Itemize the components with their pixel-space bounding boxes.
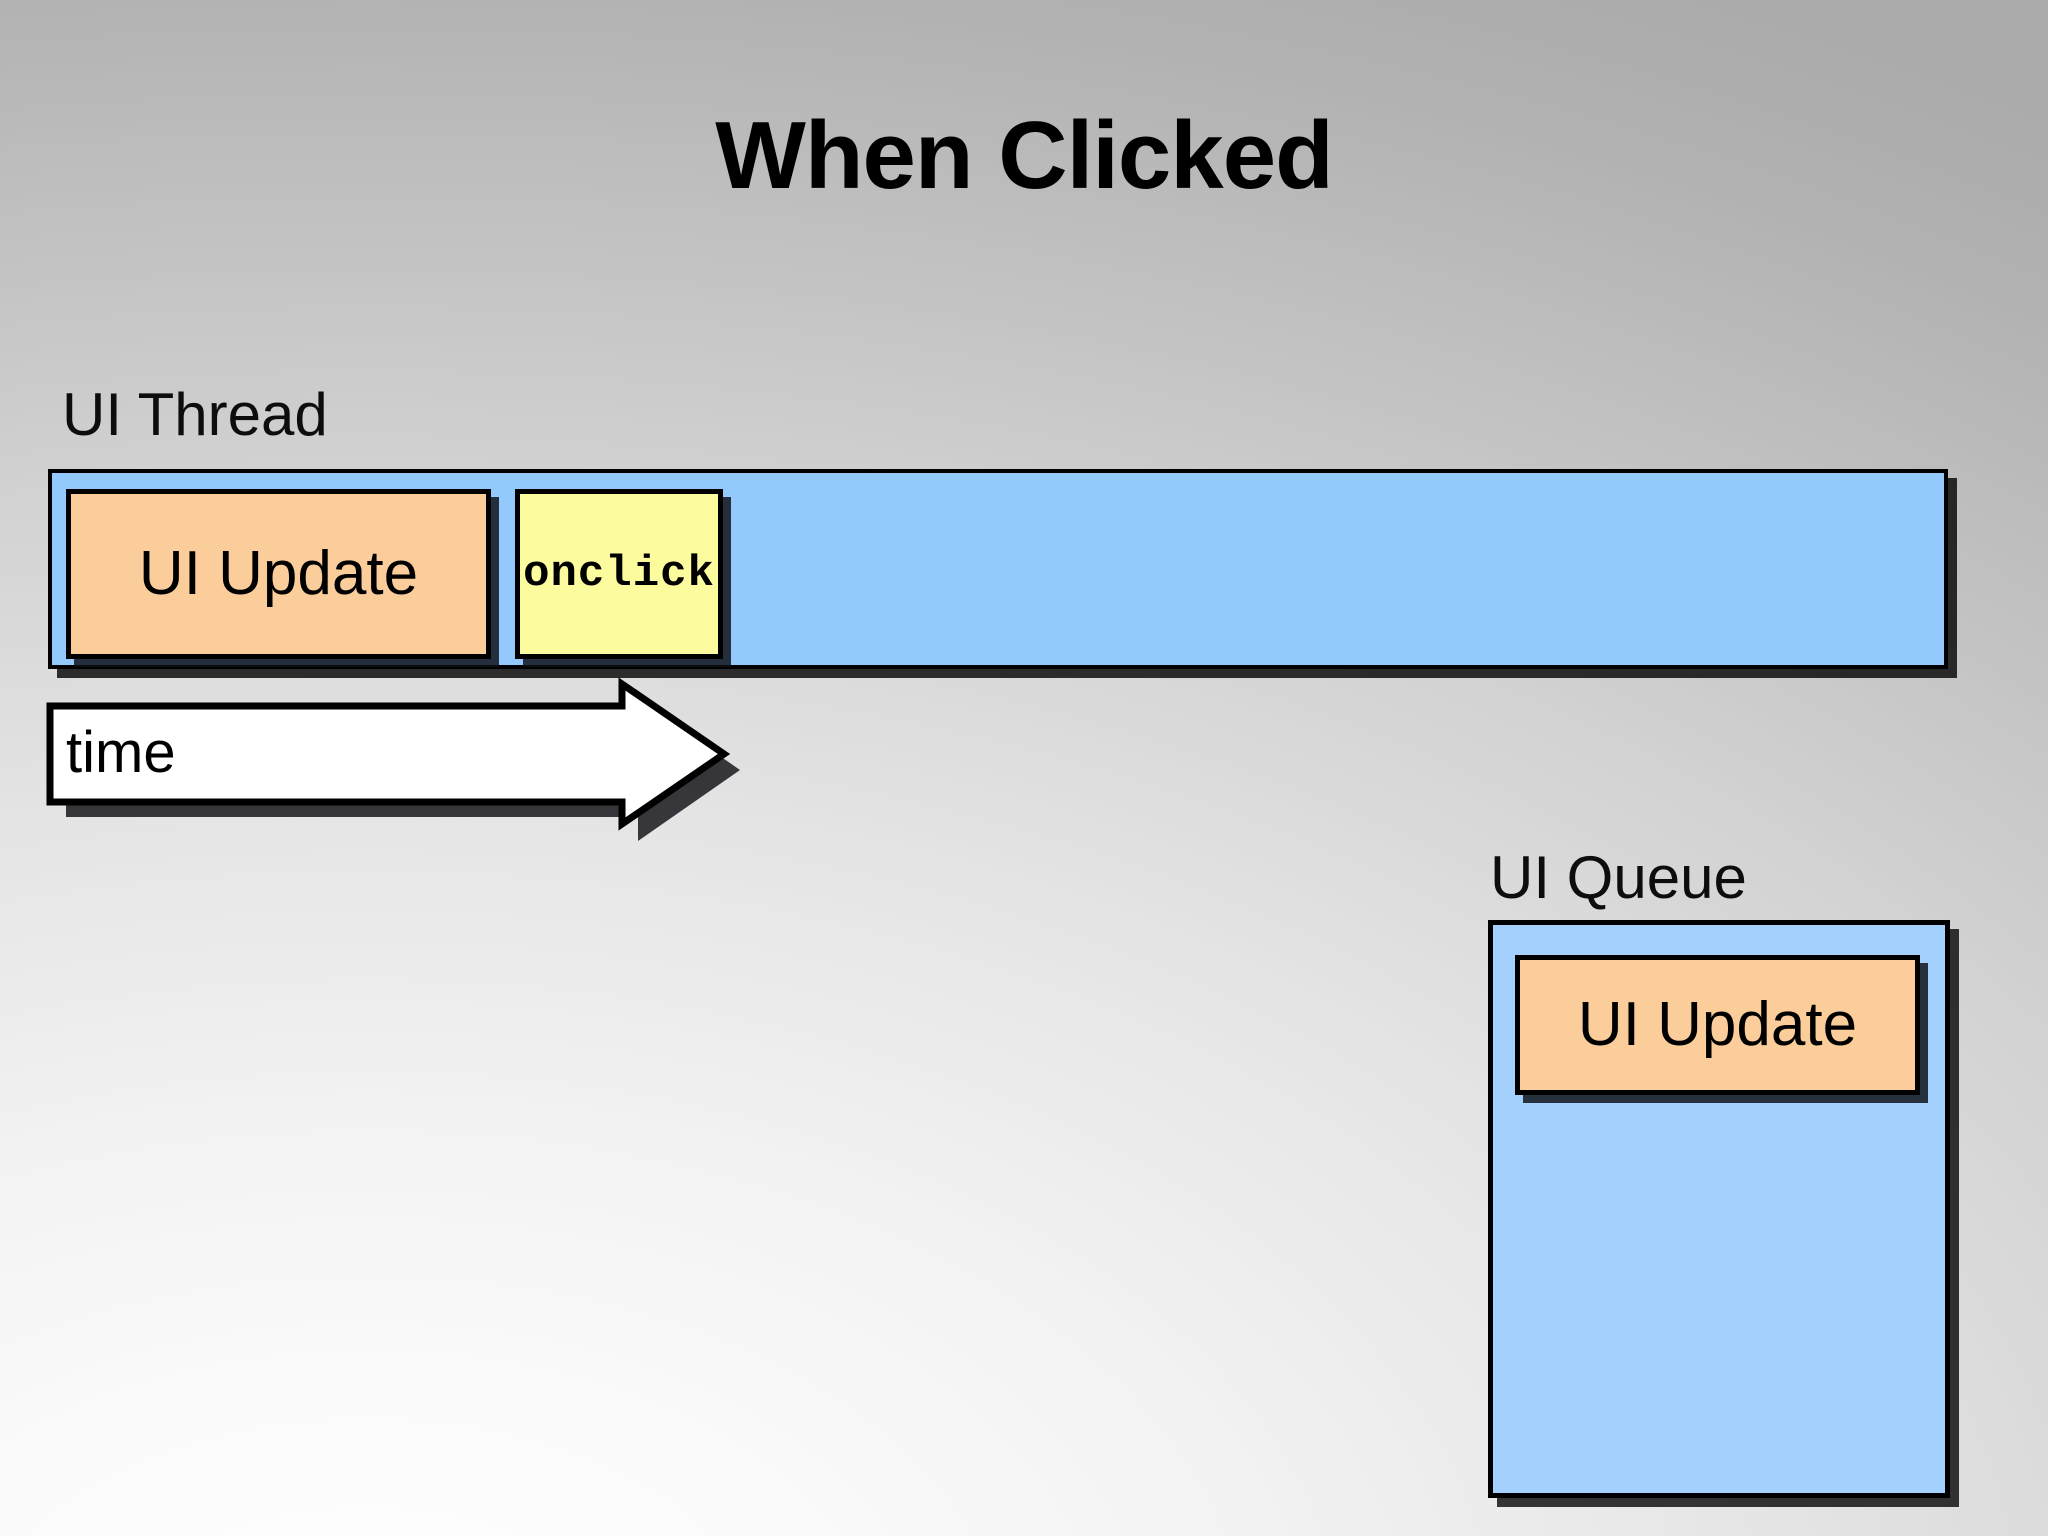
- ui-queue-container: UI Update: [1488, 920, 1950, 1498]
- ui-thread-track: UI Update onclick: [48, 469, 1948, 669]
- page-title: When Clicked: [715, 102, 1333, 209]
- queue-item[interactable]: UI Update: [1515, 955, 1920, 1095]
- queue-item-label: UI Update: [1577, 990, 1858, 1059]
- time-arrow-shape: [46, 677, 731, 831]
- thread-block-onclick[interactable]: onclick: [515, 489, 723, 659]
- ui-queue-label: UI Queue: [1490, 844, 1747, 911]
- time-axis-label: time: [66, 720, 176, 785]
- thread-block-onclick-label: onclick: [523, 549, 715, 599]
- ui-thread-label: UI Thread: [62, 381, 328, 448]
- time-axis-arrow: [46, 677, 740, 841]
- thread-block-ui-update-label: UI Update: [138, 539, 419, 608]
- thread-block-ui-update[interactable]: UI Update: [66, 489, 491, 659]
